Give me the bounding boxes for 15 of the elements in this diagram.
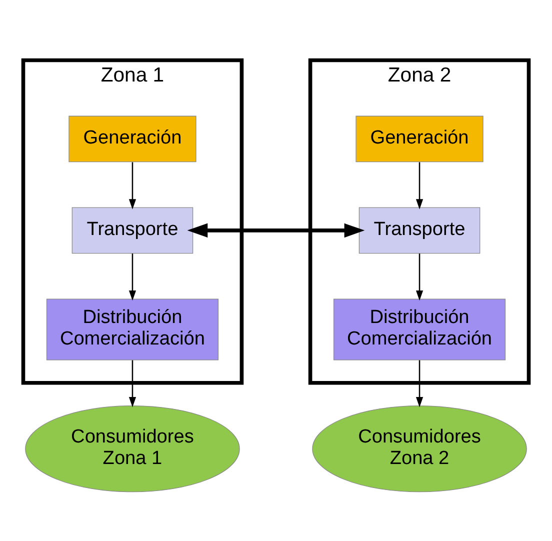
node-box: Generación [356,115,484,162]
arrow [128,162,136,209]
arrow [128,253,136,300]
arrow [416,360,424,407]
arrow [187,222,365,238]
arrow [128,360,136,407]
node-ellipse: Consumidores Zona 1 [25,404,240,492]
arrow [416,162,424,209]
node-box: Transporte [358,206,480,254]
node-box: Transporte [72,206,194,254]
node-box: Distribución Comercialización [46,298,219,360]
arrow [416,253,424,300]
node-box: Distribución Comercialización [333,298,506,360]
node-box: Generación [68,115,196,162]
node-ellipse: Consumidores Zona 2 [312,404,527,492]
